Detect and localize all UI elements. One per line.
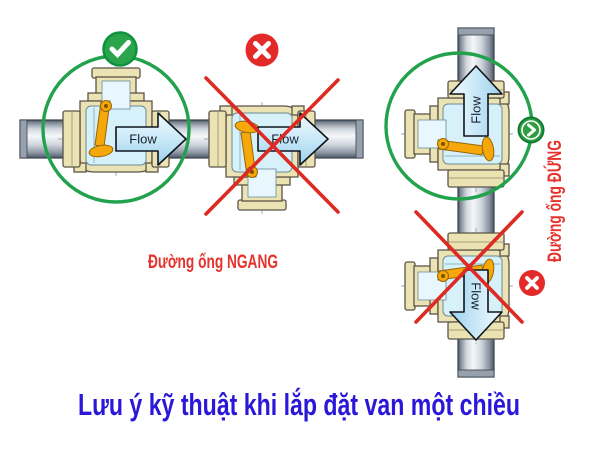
incorrect-cross <box>414 210 524 324</box>
page-title: Lưu ý kỹ thuật khi lắp đặt van một chiều <box>78 386 520 422</box>
vertical-pipe-label: Đường ống ĐỨNG <box>544 140 566 262</box>
vertical-pipe-scenario: Flow Flow Đường ống ĐỨNG <box>384 27 566 378</box>
pipe-end-band <box>19 119 28 159</box>
valve-incorrect-vertical <box>400 227 515 345</box>
chevron-right-icon <box>517 116 545 144</box>
horizontal-pipe-scenario: Flow Flow Đường ống NGANG <box>19 31 364 273</box>
x-icon <box>245 33 279 67</box>
incorrect-cross <box>204 76 340 216</box>
flow-label: Flow <box>469 96 484 124</box>
x-icon <box>519 270 545 296</box>
flow-label: Flow <box>469 282 484 310</box>
pipe-end-band <box>457 369 495 378</box>
check-icon <box>102 31 138 67</box>
pipe-end-band <box>457 27 495 36</box>
valve-correct-horizontal <box>57 63 175 178</box>
flow-label: Flow <box>129 132 157 147</box>
pipe-end-band <box>355 119 364 159</box>
horizontal-pipe-label: Đường ống NGANG <box>148 252 278 273</box>
